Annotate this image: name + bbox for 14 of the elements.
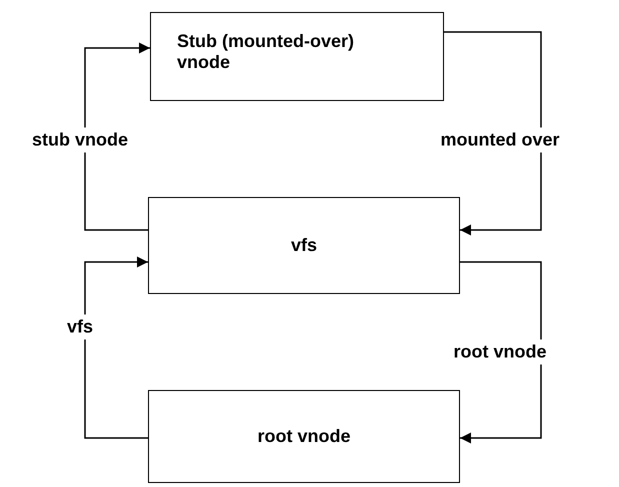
node-label: root vnode [258, 426, 350, 447]
process-box [148, 390, 460, 483]
edge-label: root vnode [452, 340, 548, 364]
process-box [150, 12, 444, 101]
node-label: vfs [290, 235, 317, 256]
node-label: Stub (mounted-over) vnode [177, 31, 355, 73]
edge-label: mounted over [440, 128, 560, 152]
arrow [460, 261, 542, 444]
arrow [84, 256, 148, 439]
arrow [444, 31, 542, 236]
edge-label: stub vnode [31, 128, 129, 152]
process-box [148, 197, 460, 294]
arrow [84, 42, 150, 231]
edge-label: vfs [66, 314, 94, 340]
